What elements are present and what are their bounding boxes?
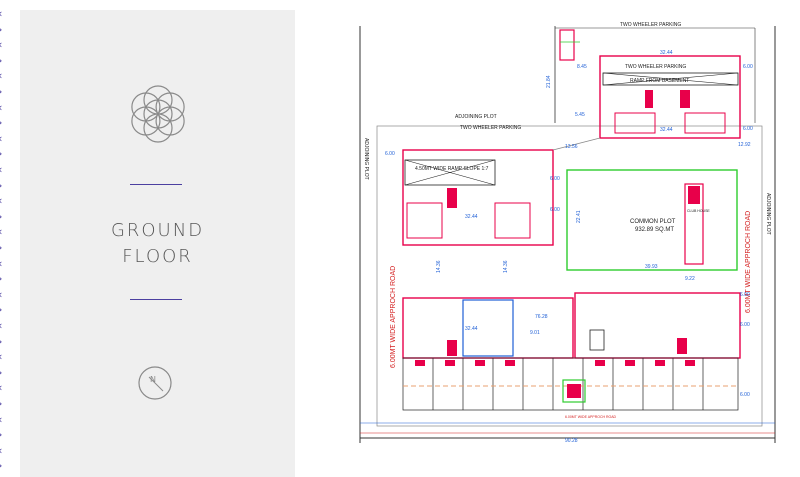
svg-text:6.00: 6.00 (550, 207, 560, 213)
chevron-left-icon: ‹ (0, 445, 2, 456)
chevron-left-icon: ‹ (0, 382, 2, 393)
chevron-left-icon: ‹ (0, 414, 2, 425)
chevron-left-icon: › (0, 55, 2, 66)
flower-of-life-icon (131, 85, 185, 143)
svg-text:22.41: 22.41 (576, 210, 582, 223)
chevron-left-icon: › (0, 336, 2, 347)
svg-text:ADJOINING PLOT: ADJOINING PLOT (363, 138, 369, 180)
svg-text:4.50MT WIDE RAMP SLOPE 1:7: 4.50MT WIDE RAMP SLOPE 1:7 (415, 166, 489, 172)
north-compass-icon: N (138, 366, 172, 400)
compass-letter: N (150, 375, 156, 384)
svg-text:6.00: 6.00 (743, 126, 753, 132)
chevron-left-icon: ‹ (0, 258, 2, 269)
chevron-left-icon: › (0, 86, 2, 97)
svg-text:90.28: 90.28 (565, 438, 578, 444)
chevron-left-icon: › (0, 460, 2, 471)
chevron-left-icon: ‹ (0, 351, 2, 362)
svg-text:14.36: 14.36 (436, 260, 442, 273)
chevron-left-icon: › (0, 24, 2, 35)
chevron-left-icon: › (0, 367, 2, 378)
svg-text:6.00: 6.00 (740, 392, 750, 398)
chevron-left-icon: ‹ (0, 289, 2, 300)
chevron-left-icon: ‹ (0, 133, 2, 144)
common-plot (566, 169, 738, 271)
svg-text:ADJOINING PLOT: ADJOINING PLOT (765, 193, 771, 235)
svg-text:32.44: 32.44 (660, 127, 673, 133)
chevron-left-icon: ‹ (0, 8, 2, 19)
svg-text:32.44: 32.44 (465, 214, 478, 220)
chevron-left-icon: ‹ (0, 39, 2, 50)
svg-text:6.00MT WIDE APPROCH ROAD: 6.00MT WIDE APPROCH ROAD (745, 211, 752, 313)
block-bottom-right (574, 292, 741, 359)
chevron-left-icon: › (0, 273, 2, 284)
chevron-left-icon: › (0, 242, 2, 253)
setback-line (376, 125, 763, 427)
svg-text:21.84: 21.84 (546, 75, 552, 88)
floor-title-line1: GROUND (110, 220, 205, 241)
svg-text:TWO WHEELER PARKING: TWO WHEELER PARKING (625, 64, 686, 70)
chevron-left-icon: ‹ (0, 164, 2, 175)
svg-text:RAMP FROM BASEMENT: RAMP FROM BASEMENT (630, 78, 689, 84)
chevron-left-icon: › (0, 304, 2, 315)
chevron-left-icon: › (0, 117, 2, 128)
svg-text:9.22: 9.22 (685, 276, 695, 282)
block-bottom-left (402, 297, 574, 359)
svg-text:6.00: 6.00 (740, 322, 750, 328)
svg-text:TWO WHEELER PARKING: TWO WHEELER PARKING (460, 125, 521, 131)
title-divider-bottom (130, 299, 182, 300)
chevron-left-icon: › (0, 398, 2, 409)
svg-text:76.28: 76.28 (535, 314, 548, 320)
chevron-left-icon: › (0, 429, 2, 440)
svg-text:5.45: 5.45 (575, 112, 585, 118)
chevron-left-icon: ‹ (0, 226, 2, 237)
chevron-left-icon: ‹ (0, 320, 2, 331)
svg-text:6.00MT WIDE APPROCH ROAD: 6.00MT WIDE APPROCH ROAD (390, 266, 397, 368)
svg-text:32.44: 32.44 (660, 50, 673, 56)
chevron-left-icon: › (0, 148, 2, 159)
entry-gate (562, 379, 586, 403)
svg-text:6.00: 6.00 (740, 292, 750, 298)
title-divider-top (130, 184, 182, 185)
svg-text:14.36: 14.36 (503, 260, 509, 273)
chevron-left-icon: › (0, 211, 2, 222)
floor-title-line2: FLOOR (122, 246, 193, 267)
svg-text:13.56: 13.56 (565, 144, 578, 150)
svg-text:9.01: 9.01 (530, 330, 540, 336)
chevron-left-icon: ‹ (0, 195, 2, 206)
chevron-left-icon: ‹ (0, 70, 2, 81)
floor-info-panel: GROUND FLOOR N (20, 10, 295, 477)
svg-text:CLUB HOUSE: CLUB HOUSE (687, 209, 710, 213)
svg-text:6.00MT WIDE APPROCH ROAD: 6.00MT WIDE APPROCH ROAD (565, 415, 617, 419)
chevron-left-icon: ‹ (0, 102, 2, 113)
svg-text:8.45: 8.45 (577, 64, 587, 70)
svg-text:32.44: 32.44 (465, 326, 478, 332)
parking-bays (402, 357, 739, 411)
svg-text:932.89 SQ.MT: 932.89 SQ.MT (635, 227, 674, 233)
chevron-left-icon: › (0, 180, 2, 191)
svg-text:COMMON PLOT: COMMON PLOT (630, 219, 676, 225)
svg-text:6.00: 6.00 (550, 176, 560, 182)
svg-text:6.00: 6.00 (743, 64, 753, 70)
chevron-edge-pattern: ‹ › ‹ › ‹ › ‹ › ‹ › ‹ › ‹ › ‹ › ‹ › ‹ › ‹ › ‹ › ‹ › ‹ › ‹ › (0, 0, 14, 477)
svg-text:39.93: 39.93 (645, 264, 658, 270)
svg-text:ADJOINING PLOT: ADJOINING PLOT (455, 114, 497, 120)
club-house (684, 183, 704, 265)
block-top (599, 55, 741, 139)
block-left (402, 149, 554, 246)
svg-text:TWO WHEELER PARKING: TWO WHEELER PARKING (620, 22, 681, 28)
ground-floor-site-plan: TWO WHEELER PARKING TWO WHEELER PARKING … (359, 22, 776, 444)
svg-text:12.92: 12.92 (738, 142, 751, 148)
svg-text:6.00: 6.00 (385, 151, 395, 157)
